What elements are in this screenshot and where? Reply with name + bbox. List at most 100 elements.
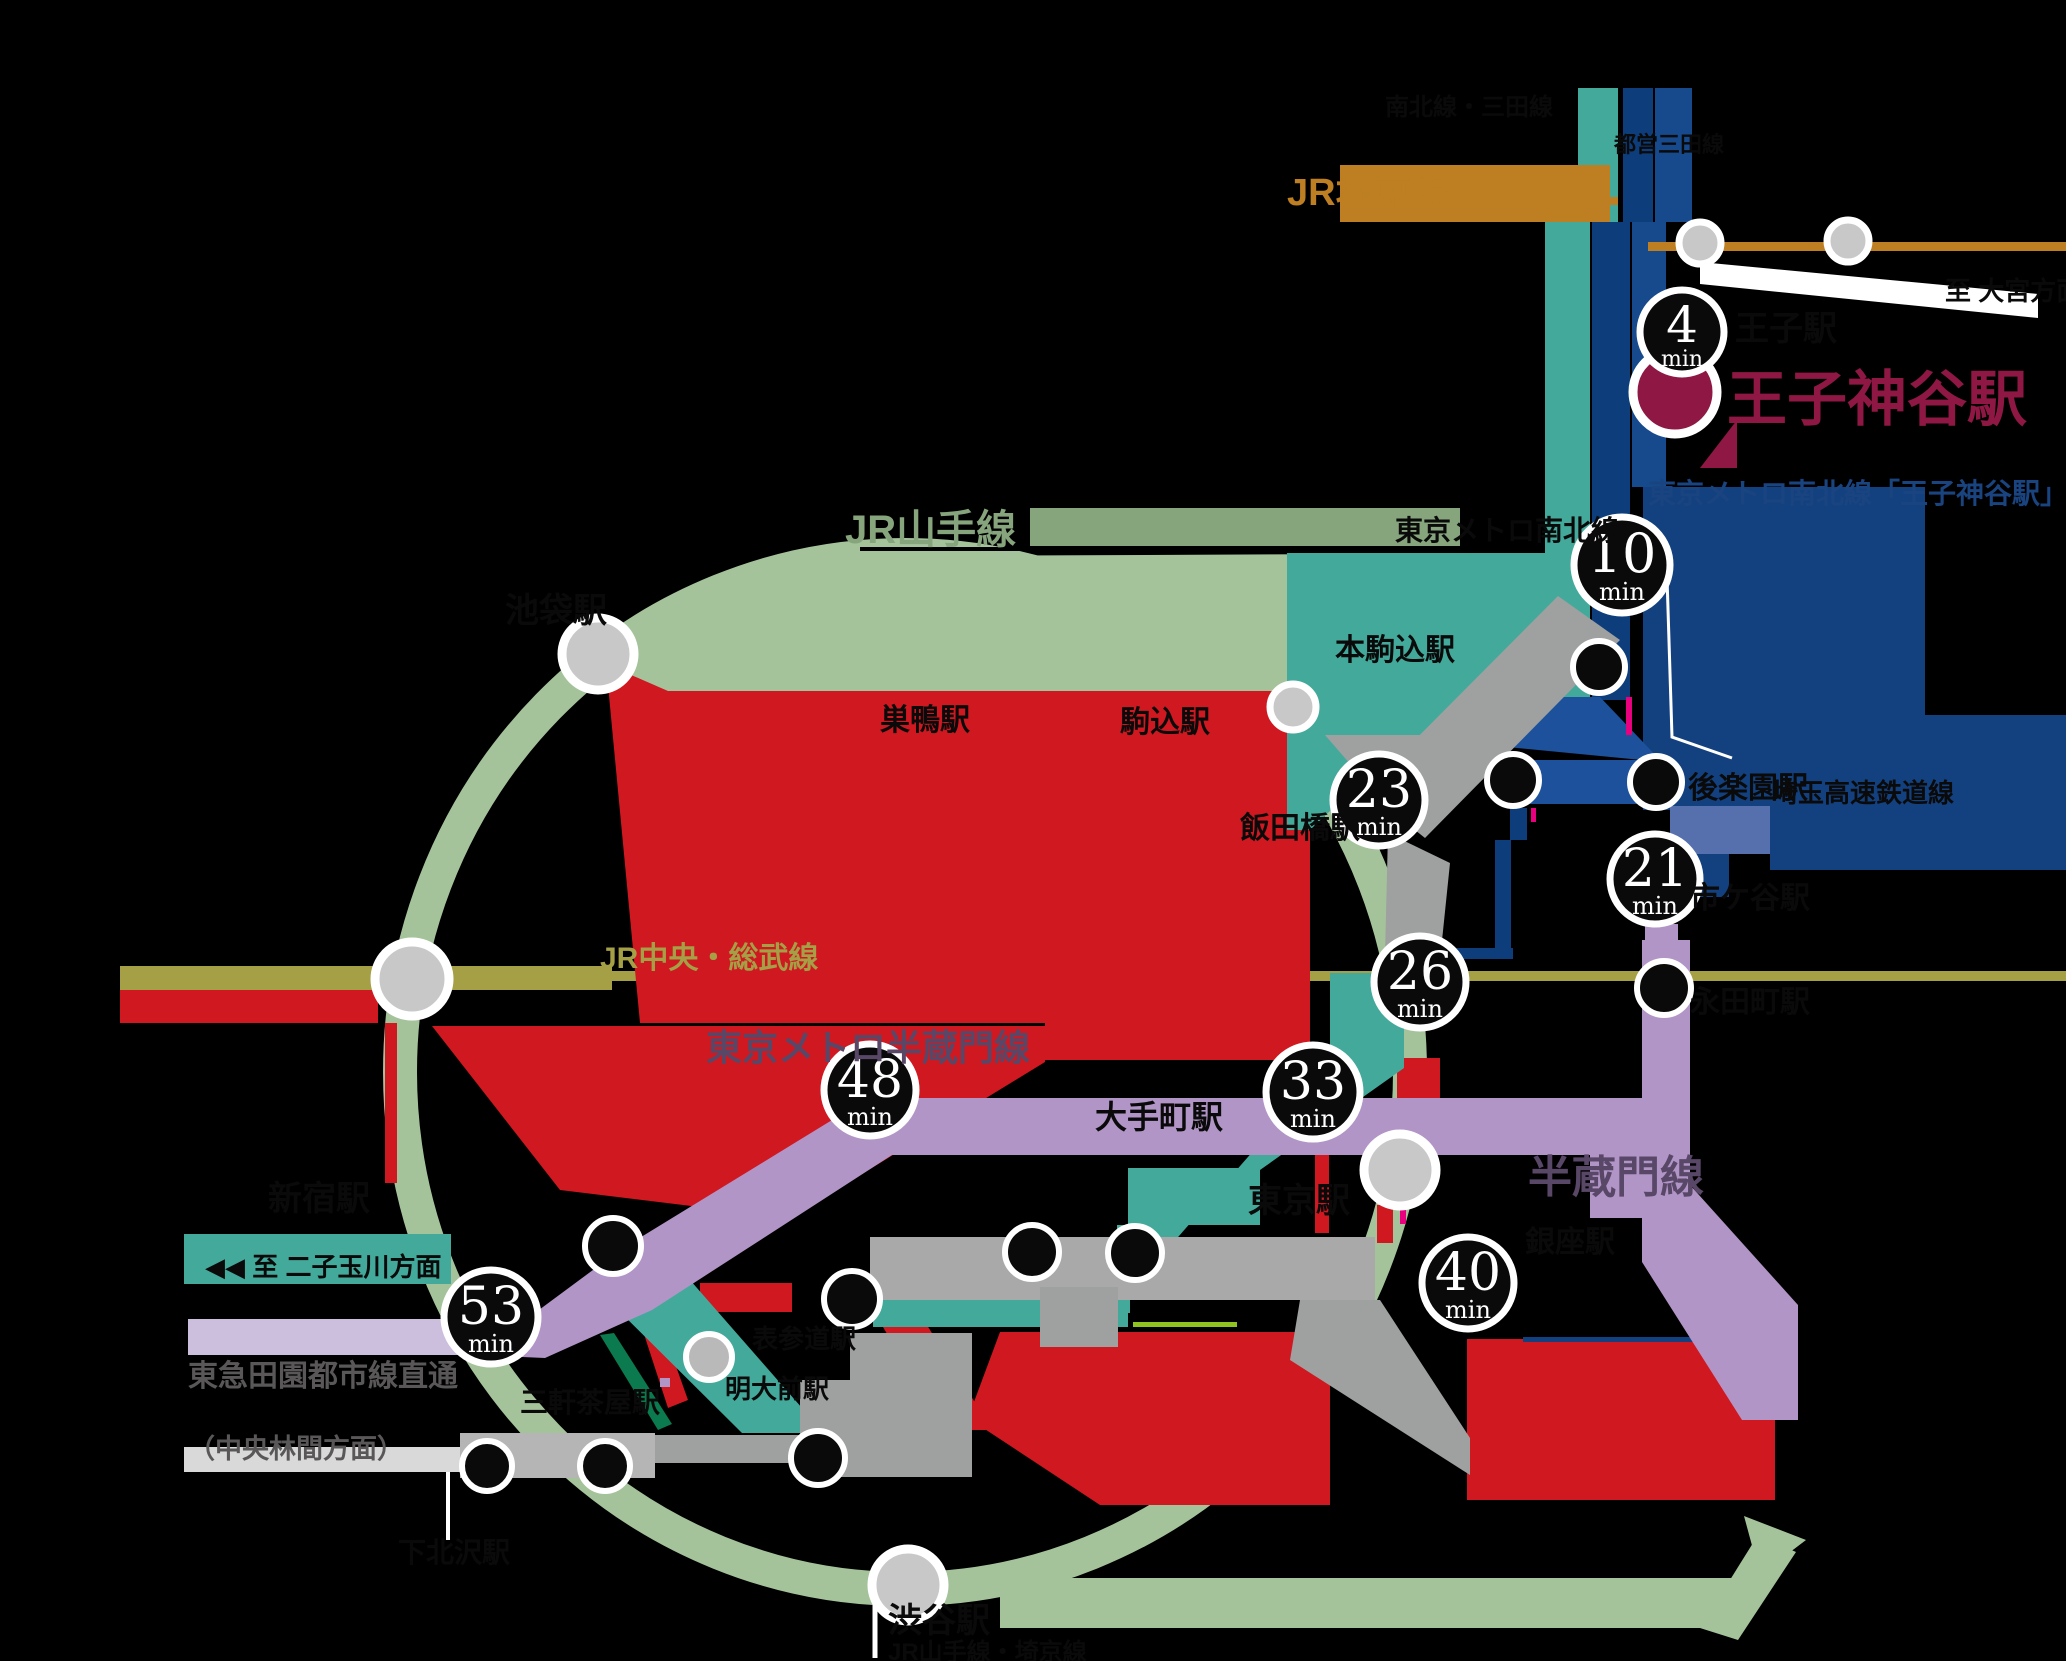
time-badge-10min: 10 min bbox=[1570, 513, 1674, 617]
gold-cross-tick bbox=[1578, 197, 1618, 205]
svg-text:26: 26 bbox=[1387, 942, 1453, 1002]
lightgray-band bbox=[184, 1447, 460, 1472]
station-circle-ikebukuro bbox=[557, 613, 639, 695]
namboku-block bbox=[1128, 1168, 1260, 1225]
svg-text:21: 21 bbox=[1622, 839, 1688, 899]
station-circle-akabane bbox=[1675, 218, 1725, 268]
station-dot-gray-small bbox=[683, 1331, 735, 1383]
label-toward-omiya: 至 大宮方面 bbox=[1945, 276, 2066, 306]
gray-band-left-link bbox=[648, 1435, 803, 1463]
mita-col-mid bbox=[1592, 222, 1630, 700]
svg-text:23: 23 bbox=[1346, 760, 1412, 820]
purple-tick bbox=[660, 1378, 670, 1387]
svg-text:min: min bbox=[468, 1330, 514, 1358]
svg-text:53: 53 bbox=[458, 1277, 524, 1337]
label-ginza: 銀座駅 bbox=[1525, 1225, 1615, 1259]
navy-big-region bbox=[1643, 487, 2066, 870]
time-badge-26min: 26 min bbox=[1370, 932, 1470, 1032]
hanzomon-name-dark-b: 半蔵門線 bbox=[1528, 1153, 1704, 1202]
saikyo-underline bbox=[860, 547, 1460, 551]
hanzomon-elbow bbox=[1590, 1098, 1690, 1218]
saikyo-line-band bbox=[1030, 508, 1460, 546]
gray-diagonal-a bbox=[1365, 596, 1620, 838]
label-oji: 王子駅 bbox=[1735, 310, 1837, 348]
time-badge-21min: 21 min bbox=[1606, 830, 1704, 928]
label-saitama-railway: 埼玉高速鉄道線 bbox=[1772, 778, 1954, 808]
gold-line-name: JR埼京線 bbox=[1287, 172, 1450, 214]
station-dot bbox=[788, 1428, 848, 1488]
mita-col-top bbox=[1623, 88, 1653, 222]
time-badge-40min: 40 min bbox=[1418, 1233, 1518, 1333]
station-dot bbox=[577, 1438, 633, 1494]
gray-diagonal-b bbox=[1385, 833, 1450, 960]
label-lines-top: 南北線・三田線 bbox=[1385, 93, 1553, 121]
svg-text:min: min bbox=[1356, 813, 1402, 841]
label-shinjuku: 新宿駅 bbox=[268, 1180, 370, 1218]
svg-text:min: min bbox=[1290, 1105, 1336, 1133]
svg-text:48: 48 bbox=[837, 1050, 903, 1110]
label-tokyo: 東京駅 bbox=[1248, 1182, 1350, 1220]
badge-unit: min bbox=[1661, 347, 1703, 372]
red-sliver-a bbox=[1315, 1155, 1329, 1233]
navy-terminal-cap bbox=[1453, 948, 1513, 959]
badge-value: 4 bbox=[1666, 296, 1698, 354]
home-callout-pointer bbox=[1700, 420, 1737, 468]
svg-text:min: min bbox=[1397, 995, 1443, 1023]
station-dot bbox=[1570, 638, 1628, 696]
label-yamanote-bottom: JR山手線・埼京線 bbox=[888, 1638, 1087, 1661]
label-ichigaya: 市ケ谷駅 bbox=[1690, 881, 1810, 915]
time-badge-33min: 33 min bbox=[1262, 1041, 1364, 1143]
red-line-left-band bbox=[120, 990, 378, 1023]
time-badge-53min: 53 min bbox=[440, 1266, 542, 1368]
label-mita-line: 都営三田線 bbox=[1613, 132, 1724, 157]
label-iidabashi: 飯田橋駅 bbox=[1240, 811, 1360, 845]
teal-left-band bbox=[184, 1234, 451, 1284]
label-korakuen: 後楽園駅 bbox=[1688, 772, 1808, 805]
green-arrow-tip-icon bbox=[1744, 1516, 1806, 1575]
label-shibuya: 渋谷駅 bbox=[888, 1602, 990, 1640]
label-otemachi: 大手町駅 bbox=[1095, 1099, 1223, 1135]
dark-green-thin-line bbox=[600, 1333, 672, 1430]
station-dot bbox=[582, 1215, 644, 1277]
station-dots bbox=[459, 638, 1694, 1494]
label-komagome: 駒込駅 bbox=[1120, 706, 1210, 739]
svg-text:33: 33 bbox=[1280, 1052, 1346, 1112]
svg-text:10: 10 bbox=[1588, 522, 1657, 585]
green-extension-band bbox=[1000, 1578, 1732, 1628]
gray-block-small bbox=[1040, 1287, 1118, 1347]
namboku-col-mid bbox=[1545, 222, 1590, 556]
red-sliver-c bbox=[1397, 1058, 1440, 1105]
white-swoosh bbox=[1700, 262, 2038, 318]
label-omotesando: 表参道駅 bbox=[752, 1324, 856, 1354]
sage-line-name: JR山手線 bbox=[845, 508, 1016, 552]
red-thin-vertical bbox=[385, 1023, 397, 1183]
denentoshi-band bbox=[188, 1319, 480, 1355]
station-dot bbox=[1484, 751, 1542, 809]
label-honkomagome: 本駒込駅 bbox=[1335, 634, 1455, 667]
lime-thin-line bbox=[1133, 1322, 1237, 1327]
label-sangenjaya: 三軒茶屋駅 bbox=[520, 1387, 660, 1418]
home-station-name: 王子神谷駅 bbox=[1727, 366, 2027, 433]
denentoshi-caption-1: 東急田園都市線直通 bbox=[188, 1359, 458, 1393]
station-circle-shinjuku bbox=[370, 937, 454, 1021]
station-circle-shibuya bbox=[867, 1544, 949, 1626]
gold-line-band bbox=[1340, 165, 1610, 222]
pink-tick-c bbox=[1400, 1210, 1406, 1224]
label-ikebukuro: 池袋駅 bbox=[505, 592, 607, 630]
red-line-upper-wedge bbox=[606, 664, 1310, 1060]
svg-text:40: 40 bbox=[1435, 1243, 1501, 1303]
station-dot bbox=[1627, 753, 1685, 811]
station-dot bbox=[1634, 958, 1694, 1018]
svg-text:min: min bbox=[1632, 892, 1678, 920]
label-shimokitazawa: 下北沢駅 bbox=[398, 1537, 510, 1568]
station-labels: 至 大宮方面 東京メトロ南北線 駒込駅 巣鴨駅 本駒込駅 後楽園駅 飯田橋駅 市… bbox=[205, 93, 2066, 1661]
station-dot bbox=[821, 1268, 883, 1330]
hanzomon-name-dark-a: 東京メトロ半蔵門線 bbox=[706, 1027, 1030, 1068]
svg-text:min: min bbox=[847, 1103, 893, 1131]
navy-narrow-col bbox=[1495, 840, 1511, 952]
olive-line-name: JR中央・総武線 bbox=[600, 941, 818, 975]
hanzomon-se-diagonal bbox=[1642, 1185, 1798, 1420]
time-badge-48min: 48 min bbox=[820, 1040, 920, 1140]
